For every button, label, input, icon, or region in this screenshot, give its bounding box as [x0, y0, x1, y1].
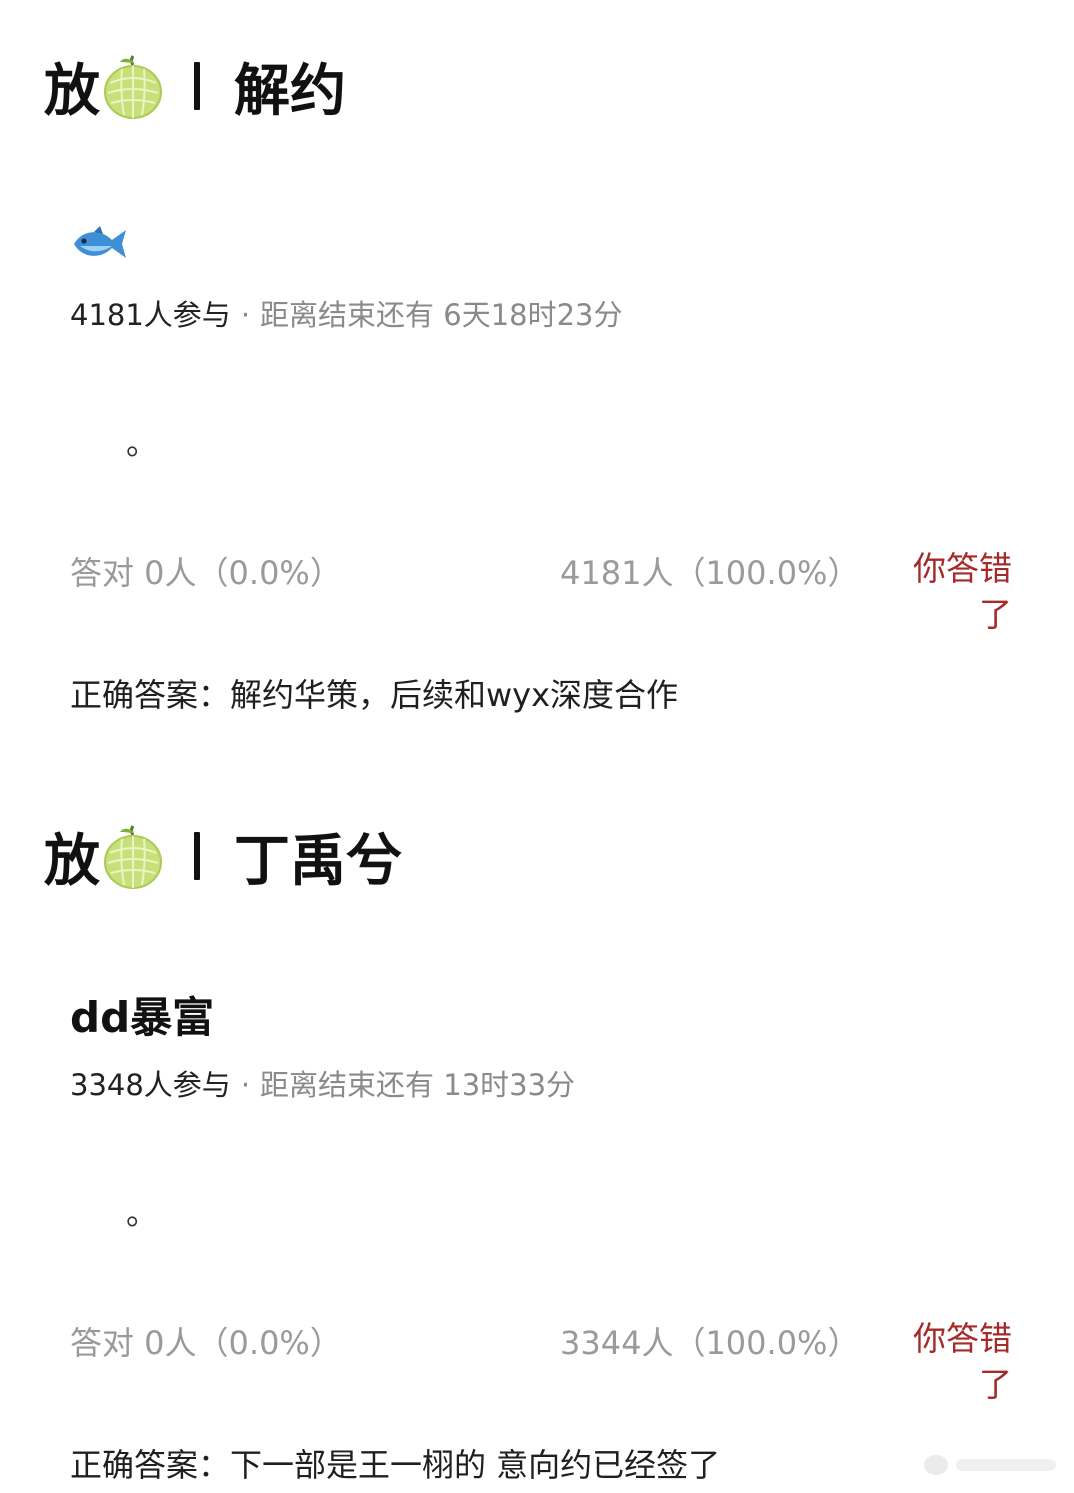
wrong-stat: 4181人（100.0%）: [560, 554, 860, 592]
participant-count: 3348人参与: [70, 1068, 231, 1102]
title-divider: [194, 832, 200, 880]
participant-count: 4181人参与: [70, 298, 231, 332]
correct-answer: 正确答案：下一部是王一栩的 意向约已经签了: [70, 1446, 721, 1484]
question-text: dd暴富: [70, 993, 215, 1042]
meta-separator: ·: [240, 1068, 251, 1102]
post-title: 放 丁禹兮: [44, 816, 402, 896]
watermark-logo: [924, 1455, 1056, 1475]
correct-answer: 正确答案：解约华策，后续和wyx深度合作: [70, 676, 679, 714]
correct-stat: 答对 0人（0.0%）: [70, 554, 342, 592]
post-title: 放 解约: [44, 46, 346, 126]
quiz-post-1: 放 解约 4181人参与 · 距离结束还有 6天18时23分 。 答对 0人（0.0…: [0, 46, 1074, 726]
time-remaining: 距离结束还有 6天18时23分: [260, 298, 623, 332]
poll-option[interactable]: 。: [126, 1194, 159, 1232]
correct-stat: 答对 0人（0.0%）: [70, 1324, 342, 1362]
quiz-post-2: 放 丁禹兮 dd暴富 3348人参与 · 距离结束还有 13时33分 。 答对 0人…: [0, 816, 1074, 1493]
title-topic: 解约: [234, 58, 346, 124]
meta-separator: ·: [240, 298, 251, 332]
poll-option[interactable]: 。: [126, 424, 159, 462]
result-label: 你答错了: [913, 549, 1012, 634]
poll-meta: 3348人参与 · 距离结束还有 13时33分: [70, 1062, 575, 1104]
title-prefix: 放: [44, 58, 100, 124]
time-remaining: 距离结束还有 13时33分: [260, 1068, 576, 1102]
title-divider: [194, 62, 200, 110]
fish-icon: [74, 226, 126, 258]
melon-icon: [104, 55, 162, 119]
poll-meta: 4181人参与 · 距离结束还有 6天18时23分: [70, 292, 623, 334]
melon-icon: [104, 825, 162, 889]
wrong-stat: 3344人（100.0%）: [560, 1324, 860, 1362]
title-prefix: 放: [44, 828, 100, 894]
title-topic: 丁禹兮: [234, 828, 402, 894]
result-label: 你答错了: [913, 1319, 1012, 1404]
